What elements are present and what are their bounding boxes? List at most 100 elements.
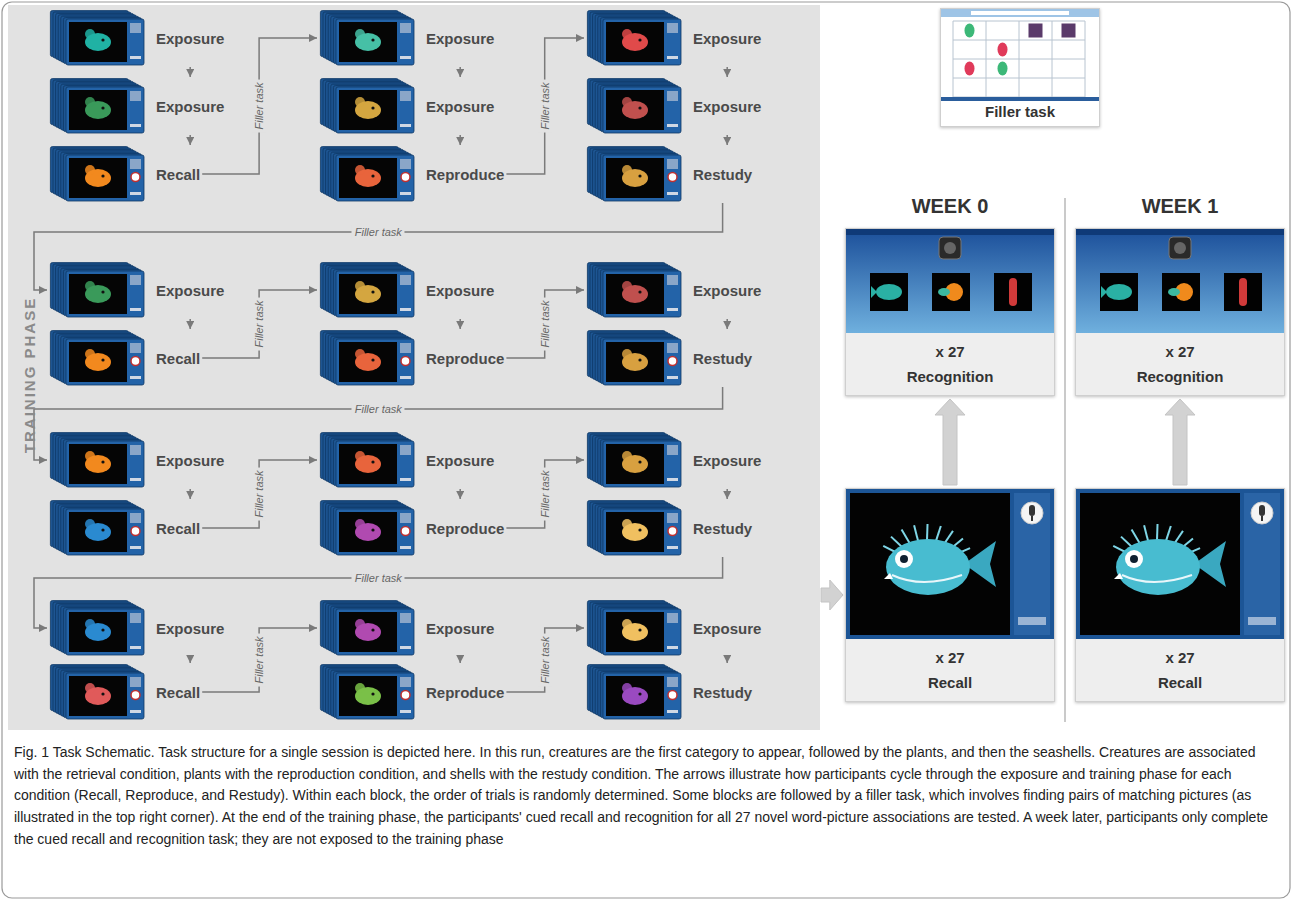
trial-block: Exposure — [48, 78, 224, 134]
trial-block: Exposure — [318, 10, 494, 66]
text-area: x 27 Recognition — [1076, 333, 1284, 395]
card-stack — [318, 500, 418, 556]
connector — [202, 628, 317, 692]
flow-arrow — [1165, 399, 1195, 485]
connector — [726, 319, 728, 329]
connector — [506, 290, 584, 358]
edge-label: Filler task — [538, 79, 552, 132]
block-label: Restudy — [693, 684, 752, 701]
card-stack — [585, 262, 685, 318]
connector — [726, 67, 728, 77]
week-label: WEEK 0 — [912, 195, 989, 218]
edge-label: Filler task — [352, 571, 405, 585]
block-label: Exposure — [156, 452, 224, 469]
block-label: Exposure — [693, 30, 761, 47]
connector — [506, 460, 584, 528]
connector — [459, 489, 461, 499]
panel-label: Recall — [1080, 674, 1280, 691]
card-stack — [585, 10, 685, 66]
block-label: Exposure — [693, 620, 761, 637]
repeat-count: x 27 — [1080, 343, 1280, 360]
matching-grid — [941, 9, 1099, 101]
card-stack — [48, 500, 148, 556]
card-stack — [48, 330, 148, 386]
card-stack — [585, 432, 685, 488]
card-stack — [585, 78, 685, 134]
block-label: Reproduce — [426, 684, 504, 701]
recog-panel: x 27 Recognition — [1075, 228, 1285, 396]
connector — [189, 319, 191, 329]
edge-label: Filler task — [538, 467, 552, 520]
trial-block: Recall — [48, 146, 200, 202]
edge-label: Filler task — [352, 225, 405, 239]
trial-block: Exposure — [318, 78, 494, 134]
card-stack — [585, 146, 685, 202]
recall-panel: x 27Recall — [845, 488, 1055, 702]
figure-caption: Fig. 1 Task Schematic. Task structure fo… — [14, 742, 1278, 850]
training-phase-panel: TRAINING PHASEExposureExposureRecallExpo… — [8, 5, 820, 730]
trial-block: Recall — [48, 330, 200, 386]
block-label: Restudy — [693, 350, 752, 367]
connector — [459, 657, 461, 663]
connector — [726, 135, 728, 145]
card-stack — [318, 78, 418, 134]
panel-label: Recognition — [850, 368, 1050, 385]
trial-block: Reproduce — [318, 500, 504, 556]
repeat-count: x 27 — [1080, 649, 1280, 666]
edge-label: Filler task — [538, 633, 552, 686]
card-stack — [318, 330, 418, 386]
edge-label: Filler task — [252, 297, 266, 350]
connector — [459, 67, 461, 77]
recall-screen — [1076, 489, 1284, 639]
card-stack — [48, 664, 148, 720]
recall-screen — [846, 489, 1054, 639]
trial-block: Exposure — [318, 262, 494, 318]
card-stack — [585, 500, 685, 556]
connector — [459, 319, 461, 329]
edge-label: Filler task — [352, 402, 405, 416]
card-stack — [318, 262, 418, 318]
text-area: x 27 Recall — [1076, 639, 1284, 701]
card-stack — [48, 78, 148, 134]
block-label: Exposure — [693, 452, 761, 469]
connector — [202, 290, 317, 358]
text-area: x 27Recognition — [846, 333, 1054, 395]
panel-title: TRAINING PHASE — [21, 297, 38, 453]
block-label: Reproduce — [426, 520, 504, 537]
flow-arrow — [935, 399, 965, 485]
trial-block: Exposure — [318, 600, 494, 656]
block-label: Exposure — [156, 282, 224, 299]
repeat-count: x 27 — [850, 649, 1050, 666]
edge-label: Filler task — [252, 633, 266, 686]
block-label: Exposure — [156, 98, 224, 115]
trial-block: Reproduce — [318, 664, 504, 720]
block-label: Exposure — [426, 98, 494, 115]
connector — [506, 628, 584, 692]
trial-block: Exposure — [48, 600, 224, 656]
block-label: Exposure — [156, 30, 224, 47]
card-stack — [318, 432, 418, 488]
block-label: Exposure — [426, 620, 494, 637]
edge-label: Filler task — [252, 79, 266, 132]
card-stack — [48, 600, 148, 656]
trial-block: Restudy — [585, 330, 752, 386]
block-label: Exposure — [426, 452, 494, 469]
trial-block: Exposure — [48, 432, 224, 488]
trial-block: Exposure — [48, 262, 224, 318]
recall-panel: x 27 Recall — [1075, 488, 1285, 702]
connector — [202, 460, 317, 528]
edge-label: Filler task — [538, 297, 552, 350]
training-panel — [8, 5, 820, 730]
connector — [459, 135, 461, 145]
trial-block: Restudy — [585, 664, 752, 720]
connector — [189, 67, 191, 77]
block-label: Exposure — [426, 282, 494, 299]
filler-panel: Filler task — [940, 8, 1100, 127]
card-stack — [48, 262, 148, 318]
block-label: Recall — [156, 166, 200, 183]
connector — [189, 135, 191, 145]
panel-label: Recognition — [1080, 368, 1280, 385]
trial-block: Restudy — [585, 500, 752, 556]
card-stack — [585, 664, 685, 720]
